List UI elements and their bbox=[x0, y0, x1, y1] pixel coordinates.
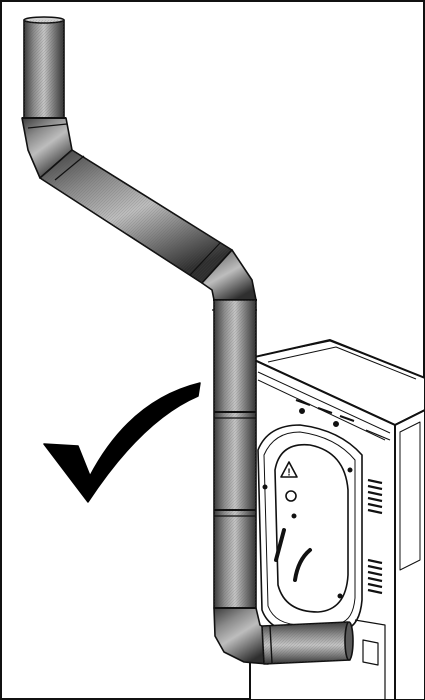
dryer-knob bbox=[286, 491, 296, 501]
duct-outlet-connection bbox=[345, 622, 353, 660]
check-mark-icon bbox=[44, 383, 200, 502]
svg-text:!: ! bbox=[287, 468, 290, 479]
